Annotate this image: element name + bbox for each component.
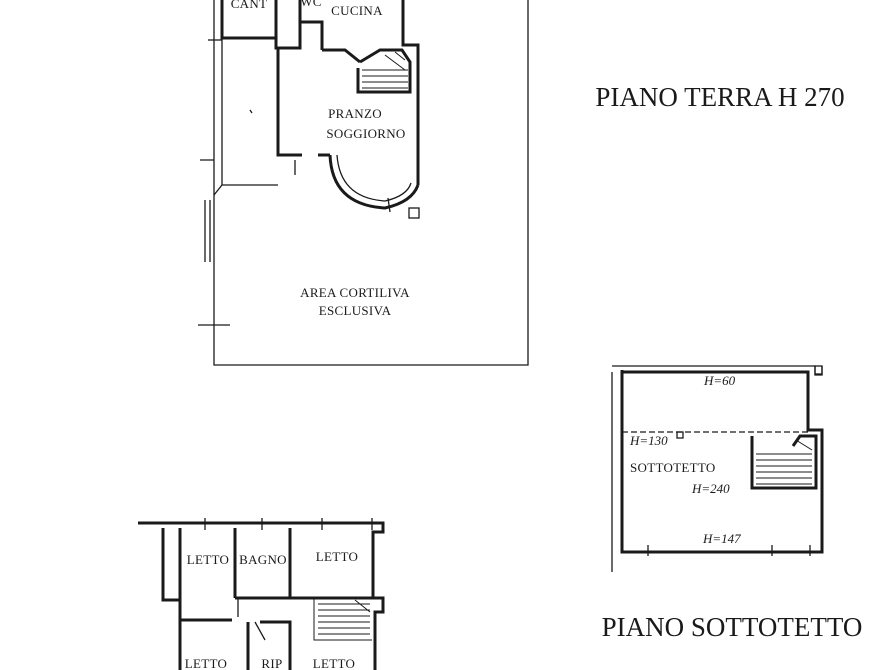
title-piano-sottotetto: PIANO SOTTOTETTO bbox=[602, 612, 863, 642]
room-label-area-cortiliva: AREA CORTILIVA bbox=[300, 285, 410, 300]
room-label-esclusiva: ESCLUSIVA bbox=[319, 303, 392, 318]
room-label-bagno: BAGNO bbox=[239, 552, 287, 567]
ground-floor-plan bbox=[198, 0, 529, 366]
height-label-h130: H=130 bbox=[629, 433, 668, 448]
height-label-h240: H=240 bbox=[691, 481, 730, 496]
first-floor-plan bbox=[138, 518, 385, 670]
title-piano-terra: PIANO TERRA H 270 bbox=[595, 82, 844, 112]
height-label-h147: H=147 bbox=[702, 531, 741, 546]
attic-stair bbox=[750, 434, 818, 490]
room-label-rip: RIP bbox=[261, 656, 282, 670]
room-label-sottotetto: SOTTOTETTO bbox=[630, 460, 716, 475]
first-floor-stair bbox=[313, 598, 372, 641]
height-label-h60: H=60 bbox=[703, 373, 736, 388]
room-label-wc: WC bbox=[300, 0, 322, 9]
room-label-pranzo: PRANZO bbox=[328, 106, 382, 121]
room-label-cantina: CANT bbox=[231, 0, 268, 11]
room-label-letto-3: LETTO bbox=[185, 656, 227, 670]
attic-floor-plan bbox=[611, 365, 824, 572]
room-label-letto-1: LETTO bbox=[187, 552, 229, 567]
room-label-letto-2: LETTO bbox=[316, 549, 358, 564]
room-label-letto-4: LETTO bbox=[313, 656, 355, 670]
room-label-soggiorno: SOGGIORNO bbox=[326, 126, 405, 141]
ground-floor-stair bbox=[356, 48, 412, 94]
room-label-cucina: CUCINA bbox=[331, 3, 383, 18]
